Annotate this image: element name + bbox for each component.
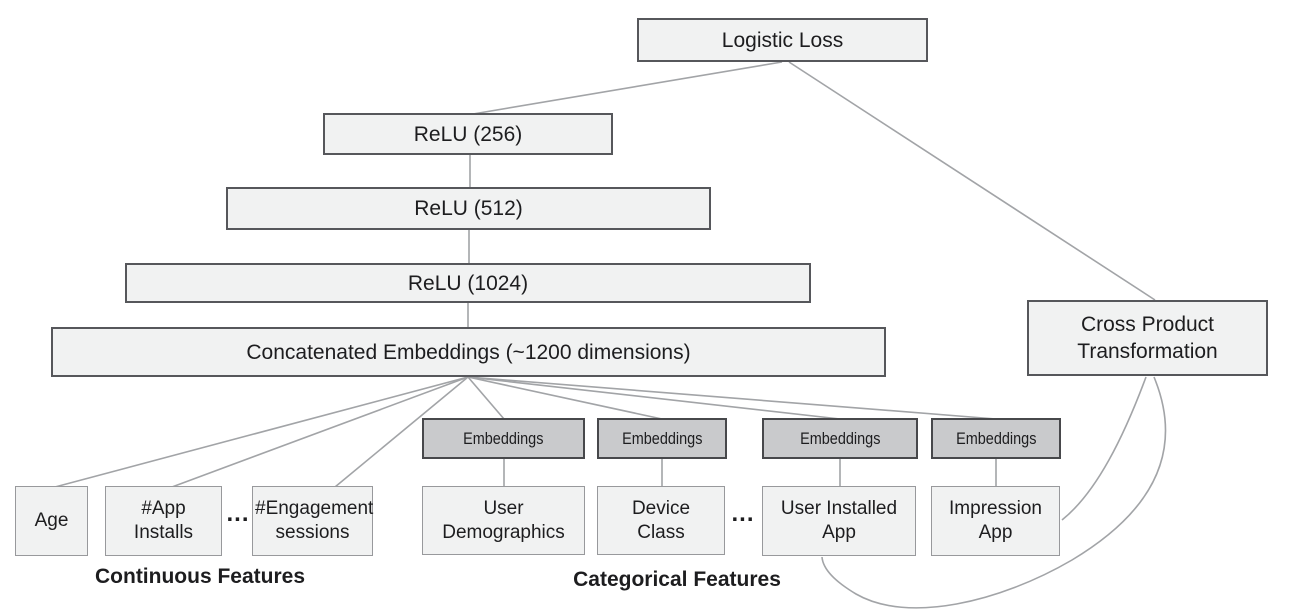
node-impression-app: Impression App [931, 486, 1060, 556]
node-app-installs: #App Installs [105, 486, 222, 556]
edge-crossproduct-impressionapp [1061, 376, 1147, 521]
node-label: Device Class [631, 497, 691, 543]
node-embeddings-4: Embeddings [931, 418, 1061, 459]
node-label: ReLU (512) [414, 197, 523, 220]
edge-concat-embeddings4 [467, 376, 997, 420]
node-concatenated-embeddings: Concatenated Embeddings (~1200 dimension… [51, 327, 886, 377]
node-relu-512: ReLU (512) [226, 187, 711, 230]
edge-concat-engagement [334, 376, 469, 488]
node-user-installed-app: User Installed App [762, 486, 916, 556]
edge-loss-relu256 [472, 61, 783, 115]
node-label: ReLU (256) [413, 122, 523, 146]
node-relu-1024: ReLU (1024) [125, 263, 811, 303]
edge-crossproduct-userinstalledapp [821, 376, 1167, 609]
label-categorical-features: Categorical Features [573, 568, 781, 591]
ellipsis-categorical: ... [731, 500, 755, 527]
edge-loss-crossproduct [788, 61, 1156, 301]
edge-concat-embeddings1 [467, 376, 505, 420]
node-user-demographics: User Demographics [422, 486, 585, 555]
edge-concat-embeddings2 [467, 376, 663, 420]
node-label: Concatenated Embeddings (~1200 dimension… [246, 340, 691, 364]
node-label: Embeddings [463, 428, 544, 448]
label-continuous-features: Continuous Features [94, 565, 306, 588]
node-label: Embeddings [955, 428, 1037, 448]
node-label: Logistic Loss [721, 28, 844, 52]
node-label: ReLU (1024) [407, 271, 529, 295]
node-label: Impression App [949, 498, 1042, 543]
node-relu-256: ReLU (256) [323, 113, 613, 155]
ellipsis-continuous: ... [226, 500, 250, 527]
node-label: Embeddings [799, 428, 881, 448]
node-age: Age [15, 486, 88, 556]
node-embeddings-3: Embeddings [762, 418, 918, 459]
node-logistic-loss: Logistic Loss [637, 18, 928, 62]
node-label: User Demographics [442, 497, 565, 543]
node-label: Embeddings [621, 428, 703, 448]
node-label: #App Installs [133, 498, 194, 543]
node-label: User Installed App [780, 498, 898, 543]
node-cross-product-transformation: Cross Product Transformation [1027, 300, 1268, 376]
edge-concat-appinstalls [171, 376, 469, 488]
node-label: #Engagement sessions [255, 498, 374, 543]
node-label: Age [34, 510, 69, 531]
node-embeddings-1: Embeddings [422, 418, 585, 459]
node-device-class: Device Class [597, 486, 725, 555]
node-engagement-sessions: #Engagement sessions [252, 486, 373, 556]
node-embeddings-2: Embeddings [597, 418, 727, 459]
edge-concat-age [54, 376, 469, 488]
node-label: Cross Product Transformation [1077, 313, 1218, 363]
edge-concat-embeddings3 [467, 376, 841, 420]
